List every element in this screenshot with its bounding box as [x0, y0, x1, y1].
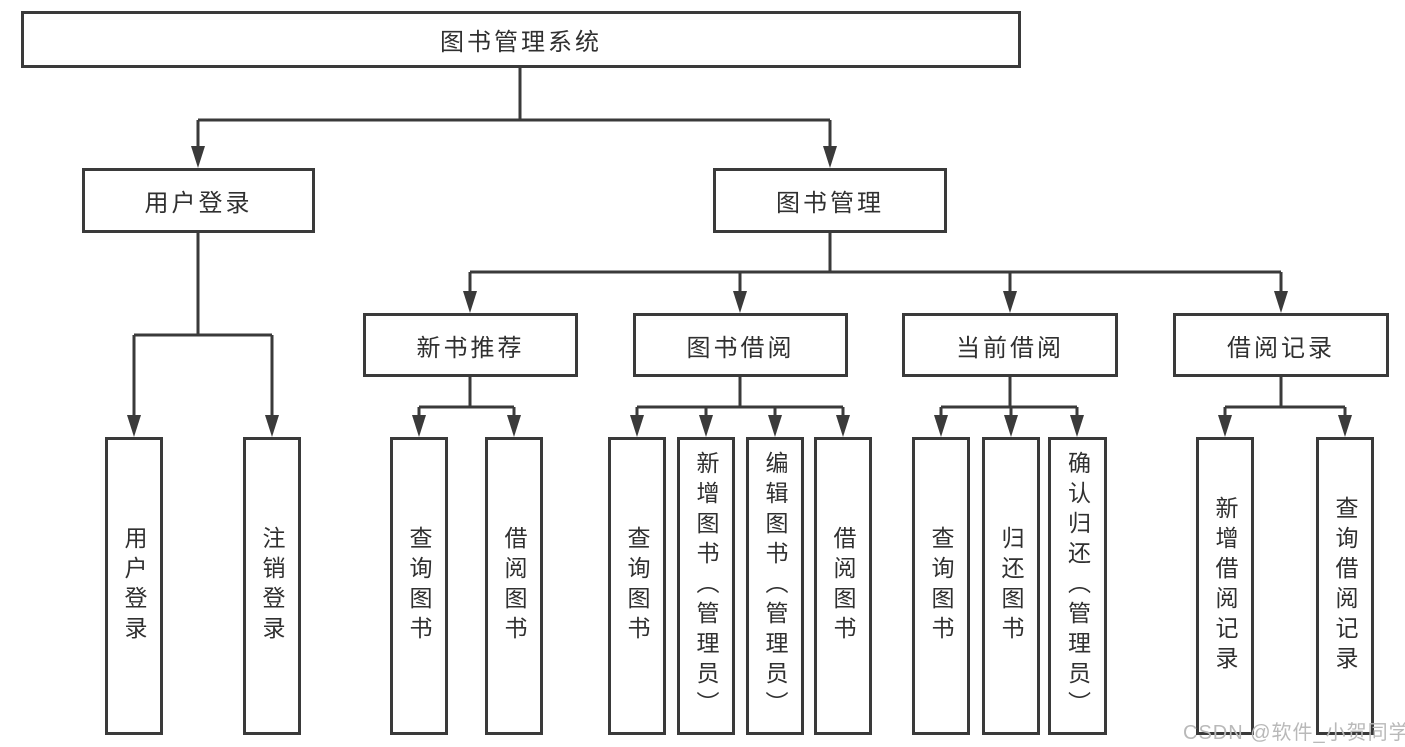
node-borrowing-records: 借阅记录 [1173, 313, 1389, 377]
node-label: 注销登录 [259, 526, 285, 646]
node-label: 当前借阅 [956, 334, 1064, 362]
node-label: 新增图书（管理员） [693, 451, 719, 721]
node-label: 查询图书 [624, 526, 650, 646]
node-logout: 注销登录 [243, 437, 301, 735]
node-label: 归还图书 [998, 526, 1024, 646]
node-label: 借阅图书 [501, 526, 527, 646]
node-label: 用户登录 [144, 190, 253, 217]
node-label: 确认归还（管理员） [1064, 451, 1091, 721]
node-edit-book-admin: 编辑图书（管理员） [746, 437, 804, 735]
node-user-login: 用户登录 [82, 168, 315, 233]
node-query-books-current: 查询图书 [912, 437, 970, 735]
watermark: CSDN @软件_小贺同学 [1183, 722, 1405, 744]
node-label: 查询借阅记录 [1332, 496, 1358, 676]
node-label: 用户登录 [121, 526, 147, 646]
node-query-books-recommend: 查询图书 [390, 437, 448, 735]
node-label: 新书推荐 [416, 334, 525, 362]
node-label: 新增借阅记录 [1212, 496, 1238, 676]
node-user-login-leaf: 用户登录 [105, 437, 163, 735]
node-label: 借阅记录 [1227, 334, 1335, 362]
node-label: 借阅图书 [830, 526, 856, 646]
node-book-management: 图书管理 [713, 168, 947, 233]
node-label: 查询图书 [928, 526, 954, 646]
node-borrow-books: 借阅图书 [814, 437, 872, 735]
node-library-system: 图书管理系统 [21, 11, 1021, 68]
node-label: 图书管理系统 [440, 29, 602, 56]
node-add-borrow-record: 新增借阅记录 [1196, 437, 1254, 735]
node-label: 编辑图书（管理员） [762, 451, 788, 721]
node-current-borrowing: 当前借阅 [902, 313, 1118, 377]
node-label: 图书借阅 [686, 334, 795, 362]
node-book-borrowing: 图书借阅 [633, 313, 848, 377]
node-label: 查询图书 [406, 526, 432, 646]
node-return-books: 归还图书 [982, 437, 1040, 735]
node-borrow-books-recommend: 借阅图书 [485, 437, 543, 735]
node-label: 图书管理 [776, 190, 884, 217]
node-query-books-borrow: 查询图书 [608, 437, 666, 735]
node-new-book-recommend: 新书推荐 [363, 313, 578, 377]
node-confirm-return-admin: 确认归还（管理员） [1048, 437, 1107, 735]
node-add-book-admin: 新增图书（管理员） [677, 437, 735, 735]
node-query-borrow-record: 查询借阅记录 [1316, 437, 1374, 735]
